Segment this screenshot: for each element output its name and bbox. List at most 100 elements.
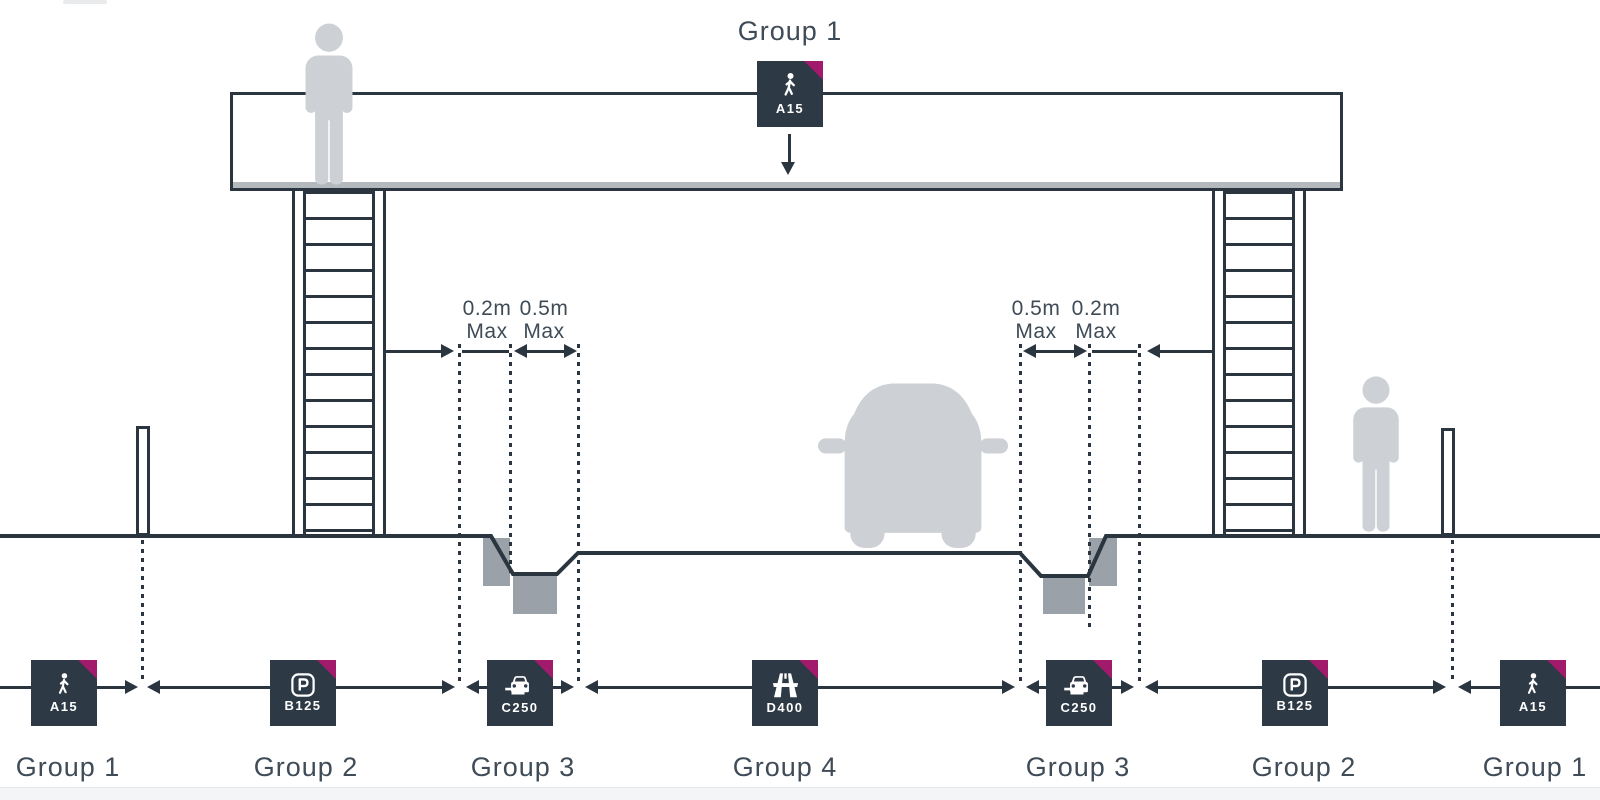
group-extent-arrowhead [125, 680, 138, 694]
group-extent-line [336, 686, 442, 689]
dim-arrow-line [386, 350, 441, 353]
group-extent-line [479, 686, 487, 689]
badge-code: B125 [1276, 698, 1314, 713]
group-extent-arrowhead [1433, 680, 1446, 694]
boundary-dotted-line [1088, 344, 1091, 630]
dim-arrowhead [564, 344, 577, 358]
dim-segment-02m-left [462, 350, 509, 353]
boundary-dotted-line [141, 540, 144, 682]
pedestrian-silhouette-bridge [305, 23, 353, 185]
group-extent-line [1039, 686, 1046, 689]
boundary-post-right [1441, 428, 1455, 536]
boundary-dotted-line [458, 344, 461, 682]
dim-arrow-line [527, 350, 565, 353]
dim-segment-02m-right [1092, 350, 1137, 353]
bridge-support-ladder-right [1212, 191, 1306, 537]
group-label: Group 2 [253, 752, 359, 782]
group-extent-arrowhead [1026, 680, 1039, 694]
deck-surface-strip [233, 182, 1340, 188]
group-label: Group 1 [15, 752, 121, 782]
dim-arrowhead [1023, 344, 1036, 358]
pedestrian-icon [58, 673, 69, 694]
motorway-icon [772, 672, 798, 697]
group-extent-arrowhead [1121, 680, 1134, 694]
group-extent-line [1471, 686, 1500, 689]
car-on-kerb-icon [1064, 675, 1088, 694]
top-edge-artifact [63, 0, 107, 4]
badge-a15-top: A15 [757, 61, 823, 127]
group-extent-arrowhead [561, 680, 574, 694]
group-extent-line [553, 686, 561, 689]
badge-code: B125 [284, 698, 322, 713]
group-extent-line [818, 686, 1002, 689]
pedestrian-silhouette-footway [1353, 376, 1399, 532]
parking-icon [291, 673, 315, 697]
boundary-dotted-line [1138, 344, 1141, 682]
pedestrian-icon [784, 73, 795, 96]
corner-accent [799, 660, 818, 679]
bridge-support-ladder-left [292, 191, 386, 537]
group-label: Group 2 [1251, 752, 1357, 782]
group-extent-arrowhead [1458, 680, 1471, 694]
corner-accent [1309, 660, 1328, 679]
badge-code: C250 [1060, 699, 1098, 715]
corner-accent [78, 660, 97, 679]
dim-arrowhead [1074, 344, 1087, 358]
group-extent-line [1112, 686, 1121, 689]
boundary-dotted-line [577, 344, 580, 682]
badge-c250-left: C250 [487, 660, 553, 726]
group-label: Group 3 [1025, 752, 1131, 782]
group-extent-line [1328, 686, 1433, 689]
parking-icon [1283, 673, 1307, 697]
badge-b125-left: B125 [270, 660, 336, 726]
corner-accent [317, 660, 336, 679]
pedestrian-icon [1527, 673, 1538, 694]
dim-arrowhead [1147, 344, 1160, 358]
group-extent-line [0, 686, 31, 689]
boundary-dotted-line [1019, 344, 1022, 682]
boundary-post-left [136, 426, 150, 536]
badge-a15-left: A15 [31, 660, 97, 726]
page-bottom-band [0, 787, 1600, 800]
group-label: Group 1 [1482, 752, 1588, 782]
gully-pot-right [1043, 578, 1085, 614]
dim-arrowhead [514, 344, 527, 358]
car-silhouette [818, 383, 1008, 548]
gully-pot-left [513, 576, 557, 614]
top-group-label: Group 1 [737, 16, 843, 46]
top-badge-pointer-arrowhead [781, 162, 795, 175]
badge-code: A15 [775, 101, 805, 116]
group-label: Group 3 [470, 752, 576, 782]
group-extent-line [160, 686, 270, 689]
group-extent-arrowhead [466, 680, 479, 694]
car-on-kerb-icon [505, 675, 529, 694]
group-extent-arrowhead [1002, 680, 1015, 694]
group-label: Group 4 [732, 752, 838, 782]
dim-arrow-line [1160, 350, 1213, 353]
badge-code: A15 [1518, 699, 1548, 714]
corner-accent [804, 61, 823, 80]
group-extent-arrowhead [585, 680, 598, 694]
top-badge-pointer-line [788, 134, 791, 164]
group-extent-arrowhead [147, 680, 160, 694]
dim-arrow-line [1036, 350, 1074, 353]
ground-profile-line [0, 534, 1600, 578]
group-extent-line [598, 686, 752, 689]
corner-accent [534, 660, 553, 679]
badge-b125-right: B125 [1262, 660, 1328, 726]
badge-a15-right: A15 [1500, 660, 1566, 726]
corner-accent [1547, 660, 1566, 679]
corner-accent [1093, 660, 1112, 679]
boundary-dotted-line [509, 344, 512, 576]
group-extent-line [1566, 686, 1600, 689]
badge-c250-right: C250 [1046, 660, 1112, 726]
group-extent-arrowhead [1145, 680, 1158, 694]
badge-code: D400 [766, 699, 804, 715]
group-extent-arrowhead [442, 680, 455, 694]
